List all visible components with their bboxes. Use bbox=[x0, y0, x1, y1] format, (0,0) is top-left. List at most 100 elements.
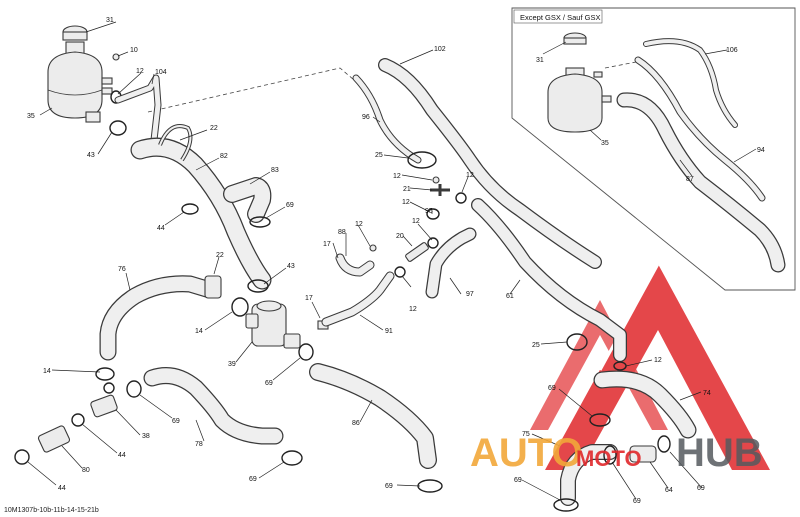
clamp-14 bbox=[231, 297, 249, 317]
callout-44c: 44 bbox=[58, 485, 66, 492]
clamp-14b bbox=[95, 367, 115, 381]
callout-12: 12 bbox=[136, 68, 144, 75]
hose-102 bbox=[378, 58, 602, 269]
clamp-69 bbox=[249, 216, 271, 228]
dashed-connector-line bbox=[147, 67, 355, 113]
callout-22b: 22 bbox=[216, 252, 224, 259]
clamp-69c bbox=[126, 380, 142, 398]
inset-hose-87 bbox=[616, 92, 786, 273]
inset-box-border bbox=[511, 7, 796, 291]
callout-69f: 69 bbox=[548, 385, 556, 392]
hose-83 bbox=[223, 177, 272, 223]
callout-12b: 12 bbox=[393, 173, 401, 180]
fitting-38 bbox=[90, 394, 118, 418]
inset-hose-94 bbox=[634, 56, 766, 202]
clamp-95 bbox=[426, 208, 440, 220]
callout-69c: 69 bbox=[172, 418, 180, 425]
callout-43b: 43 bbox=[287, 263, 295, 270]
hose-76 bbox=[99, 275, 219, 361]
fitting-12 bbox=[432, 176, 440, 184]
inset-hose-106 bbox=[643, 38, 738, 128]
callout-25: 25 bbox=[375, 152, 383, 159]
callout-44b: 44 bbox=[118, 452, 126, 459]
clamp-69b bbox=[298, 343, 314, 361]
expansion-tank bbox=[47, 25, 113, 123]
callout-88: 88 bbox=[338, 229, 346, 236]
callout-12e: 12 bbox=[412, 218, 420, 225]
clamp-69e bbox=[417, 479, 443, 493]
clamp-44 bbox=[181, 203, 199, 215]
inset-title-box bbox=[513, 9, 603, 24]
callout-22: 22 bbox=[210, 125, 218, 132]
callout-74: 74 bbox=[703, 390, 711, 397]
watermark-triangle-logo bbox=[530, 263, 770, 470]
callout-97: 97 bbox=[466, 291, 474, 298]
callout-69e: 69 bbox=[385, 483, 393, 490]
watermark-auto: AUTO bbox=[470, 431, 583, 475]
callout-38: 38 bbox=[142, 433, 150, 440]
callout-78: 78 bbox=[195, 441, 203, 448]
callout-86: 86 bbox=[352, 420, 360, 427]
inset-title: Except GSX / Sauf GSX bbox=[520, 13, 600, 22]
hose-75 bbox=[560, 444, 618, 506]
clamp-12c bbox=[455, 192, 467, 204]
hose-91 bbox=[321, 271, 395, 327]
callout-82: 82 bbox=[220, 153, 228, 160]
callout-12c: 12 bbox=[466, 172, 474, 179]
callout-80: 80 bbox=[82, 467, 90, 474]
callout-labels: 31 10 12 104 35 22 43 82 83 44 69 76 22 … bbox=[27, 17, 765, 505]
clamp-12f bbox=[394, 266, 406, 278]
clamp-44b bbox=[103, 382, 115, 394]
callout-75: 75 bbox=[522, 431, 530, 438]
inset-callout-87: 87 bbox=[686, 176, 694, 183]
fitting-80 bbox=[37, 425, 71, 453]
callout-69: 69 bbox=[286, 202, 294, 209]
hose-88 bbox=[335, 253, 375, 277]
hose-78 bbox=[143, 367, 284, 445]
hose-74 bbox=[593, 370, 697, 439]
callout-104: 104 bbox=[155, 69, 167, 76]
callout-95: 95 bbox=[425, 208, 433, 215]
clamp-44c bbox=[14, 449, 30, 465]
callout-21: 21 bbox=[403, 186, 411, 193]
reference-code: 10M1307b-10b-11b-14-15-21b bbox=[4, 507, 99, 514]
fitting-22 bbox=[204, 275, 222, 299]
inset-callout-106: 106 bbox=[726, 47, 738, 54]
screw-10 bbox=[112, 53, 120, 61]
clamp-69f bbox=[589, 413, 611, 427]
callout-12g: 12 bbox=[409, 306, 417, 313]
callout-69d: 69 bbox=[249, 476, 257, 483]
callout-102: 102 bbox=[434, 46, 446, 53]
callout-14: 14 bbox=[195, 328, 203, 335]
callout-39: 39 bbox=[228, 361, 236, 368]
clamp-12d bbox=[427, 237, 439, 249]
clamp-43b bbox=[247, 279, 269, 293]
clamp-43 bbox=[109, 120, 127, 136]
callout-14b: 14 bbox=[43, 368, 51, 375]
callout-69i: 69 bbox=[514, 477, 522, 484]
callout-17: 17 bbox=[305, 295, 313, 302]
callout-10: 10 bbox=[130, 47, 138, 54]
callout-91: 91 bbox=[385, 328, 393, 335]
inset-callout-35: 35 bbox=[601, 140, 609, 147]
watermark-text: AUTO MOTO HUB bbox=[470, 431, 763, 475]
callout-64: 64 bbox=[665, 487, 673, 494]
inset-callout-31: 31 bbox=[536, 57, 544, 64]
dashed-connector-line-inset bbox=[604, 61, 637, 69]
callout-17b: 17 bbox=[323, 241, 331, 248]
callout-31: 31 bbox=[106, 17, 114, 24]
callout-35: 35 bbox=[27, 113, 35, 120]
clamp-69d bbox=[281, 450, 303, 466]
clamp-69h bbox=[657, 435, 671, 453]
callout-96: 96 bbox=[362, 114, 370, 121]
watermark-hub: HUB bbox=[676, 431, 763, 475]
inset-expansion-tank bbox=[547, 32, 612, 133]
tee-21 bbox=[430, 184, 450, 196]
leader-lines bbox=[27, 21, 757, 501]
thermostat-housing-39 bbox=[245, 300, 301, 349]
clamp-69g bbox=[603, 445, 617, 465]
clamp-69i bbox=[553, 498, 579, 512]
watermark-moto: MOTO bbox=[576, 446, 642, 471]
callout-83: 83 bbox=[271, 167, 279, 174]
